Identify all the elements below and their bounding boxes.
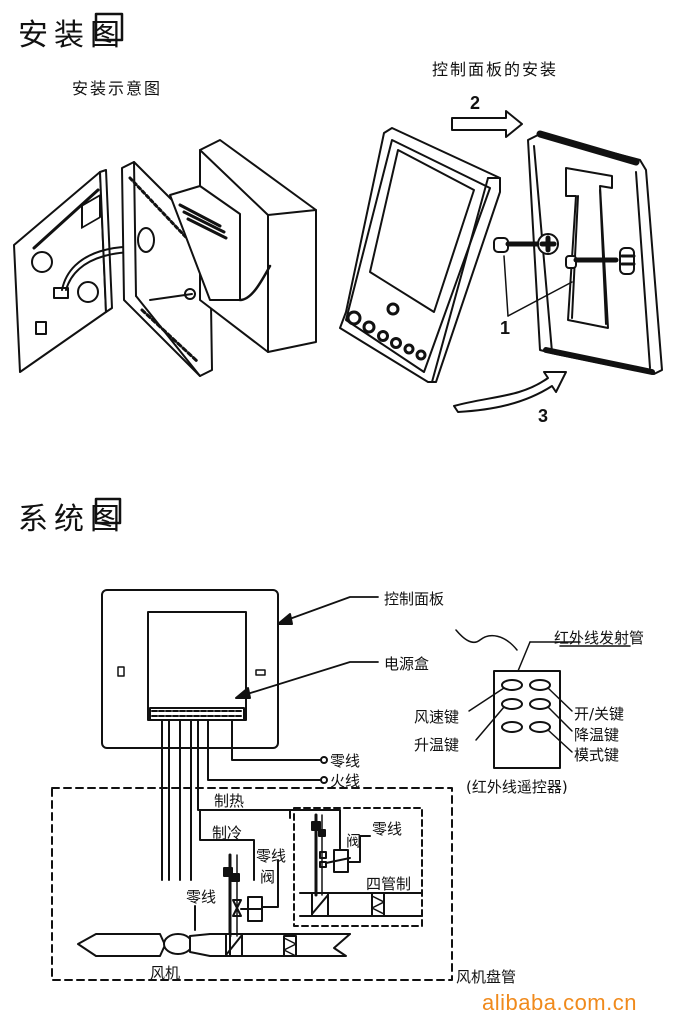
four-pipe-valve-label: 阀	[346, 832, 362, 850]
four-pipe-neutral-label: 零线	[372, 820, 403, 838]
title-box-decoration	[94, 497, 122, 525]
step-3-arrow	[453, 371, 567, 413]
system-title: 系统图	[18, 502, 126, 537]
cooling-label: 制冷	[212, 824, 243, 842]
four-pipe-boundary	[293, 807, 423, 927]
power-box-label: 电源盒	[384, 655, 430, 673]
fan-coil-label: 风机盘管	[456, 968, 517, 986]
ir-remote-caption: (红外线遥控器)	[466, 778, 568, 796]
step-2-label: 2	[470, 93, 481, 113]
thermostat-lcd-screen	[369, 149, 475, 313]
title-box-decoration	[94, 12, 124, 42]
fan-neutral-label: 零线	[186, 888, 217, 906]
remote-button	[529, 698, 551, 710]
exploded-thermostat-illustration	[13, 139, 317, 377]
valve-label: 阀	[260, 868, 276, 886]
panel-install-caption: 控制面板的安装	[432, 60, 559, 79]
installation-title: 安装图	[18, 18, 126, 53]
fan-hub	[163, 933, 193, 955]
step-2-arrow	[451, 110, 523, 138]
step-3-label: 3	[538, 406, 549, 426]
fan-speed-key-label: 风速键	[414, 708, 460, 726]
panel-installation-illustration	[339, 110, 663, 413]
valve-neutral-label: 零线	[256, 847, 287, 865]
front-cover-plate	[13, 171, 107, 373]
heating-label: 制热	[214, 792, 245, 810]
control-panel-label: 控制面板	[384, 590, 445, 608]
fan-label: 风机	[150, 964, 181, 982]
remote-button	[529, 679, 551, 691]
temp-down-key-label: 降温键	[574, 726, 620, 744]
live-line-label: 火线	[330, 772, 361, 790]
remote-button	[501, 721, 523, 733]
power-box-outline	[147, 611, 247, 721]
remote-button	[501, 679, 523, 691]
remote-button	[529, 721, 551, 733]
fan-coil-boundary	[51, 787, 453, 981]
watermark: alibaba.com.cn	[482, 990, 637, 1015]
power-key-label: 开/关键	[574, 705, 625, 723]
ir-emitter-label: 红外线发射管	[554, 629, 645, 647]
system-wiring-diagram	[51, 589, 631, 981]
temp-up-key-label: 升温键	[414, 736, 460, 754]
mode-key-label: 模式键	[574, 746, 620, 764]
neutral-line-label: 零线	[330, 752, 361, 770]
exploded-view-caption: 安装示意图	[72, 79, 163, 98]
four-pipe-label: 四管制	[366, 875, 412, 893]
step-1-label: 1	[500, 318, 511, 338]
fan-blade-left	[77, 933, 166, 957]
remote-button	[501, 698, 523, 710]
